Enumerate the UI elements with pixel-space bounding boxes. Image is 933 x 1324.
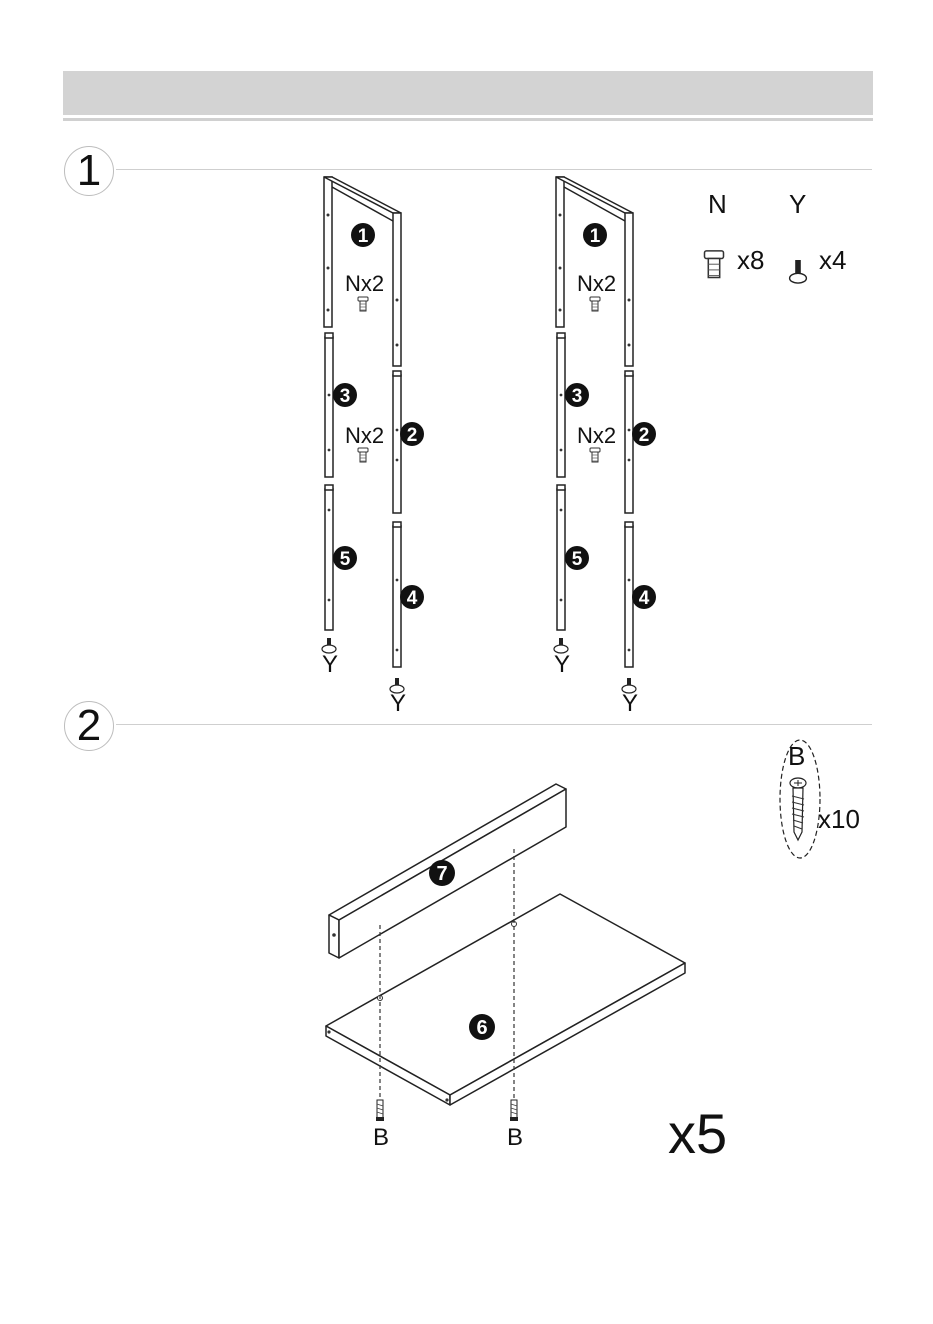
part-4-post: [393, 522, 401, 667]
part-badge: 2: [400, 422, 424, 446]
hardware-qty-n: x8: [737, 245, 764, 275]
foot-label: Y: [554, 651, 570, 678]
part-4-post: [625, 522, 633, 667]
svg-text:4: 4: [407, 588, 418, 609]
part-badge: 4: [400, 585, 424, 609]
hardware-letter-n: N: [708, 189, 727, 219]
frame-assembly-left: 1 3 2 5 4 Nx2 Nx2 Y Y: [322, 177, 424, 717]
part-2-post: [625, 371, 633, 513]
screw-label: B: [373, 1124, 389, 1151]
svg-text:4: 4: [639, 588, 650, 609]
part-5-post: [325, 485, 333, 630]
foot-label: Y: [622, 690, 638, 717]
bolt-n-icon: [590, 297, 600, 311]
bolt-n-icon: [705, 251, 724, 278]
hardware-letter-b: B: [788, 741, 805, 771]
part-badge: 1: [351, 223, 375, 247]
shelf-assembly: 7 6 B: [326, 784, 727, 1165]
part-badge: 5: [333, 546, 357, 570]
svg-text:2: 2: [639, 425, 650, 446]
screw-b-icon: [510, 1100, 518, 1121]
bolt-n-icon: [590, 448, 600, 462]
svg-text:5: 5: [340, 549, 351, 570]
screw-b-icon: [790, 778, 806, 840]
svg-text:3: 3: [572, 386, 583, 407]
bolt-callout: Nx2: [345, 271, 384, 296]
part-2-post: [393, 371, 401, 513]
part-badge: 2: [632, 422, 656, 446]
part-badge: 3: [565, 383, 589, 407]
svg-text:3: 3: [340, 386, 351, 407]
foot-label: Y: [322, 651, 338, 678]
part-3-post: [325, 333, 333, 477]
foot-y-icon: [790, 260, 807, 283]
part-5-post: [557, 485, 565, 630]
hardware-legend-step-2: B x10: [780, 740, 860, 858]
repeat-multiplier: x5: [668, 1102, 727, 1165]
svg-text:1: 1: [358, 226, 369, 247]
bolt-n-icon: [358, 448, 368, 462]
svg-text:5: 5: [572, 549, 583, 570]
bolt-callout: Nx2: [577, 423, 616, 448]
part-badge: 1: [583, 223, 607, 247]
bolt-n-icon: [358, 297, 368, 311]
svg-text:7: 7: [436, 863, 447, 885]
svg-text:1: 1: [590, 226, 601, 247]
part-3-post: [557, 333, 565, 477]
part-badge: 7: [429, 860, 455, 886]
part-badge: 3: [333, 383, 357, 407]
hardware-qty-b: x10: [818, 804, 860, 834]
frame-assembly-right: 1 3 2 5 4 Nx2 Nx2 Y Y: [554, 177, 656, 717]
screw-label: B: [507, 1124, 523, 1151]
foot-label: Y: [390, 690, 406, 717]
screw-b-icon: [376, 1100, 384, 1121]
part-badge: 5: [565, 546, 589, 570]
hardware-letter-y: Y: [789, 189, 806, 219]
bolt-callout: Nx2: [577, 271, 616, 296]
hardware-qty-y: x4: [819, 245, 846, 275]
part-badge: 6: [469, 1014, 495, 1040]
part-badge: 4: [632, 585, 656, 609]
svg-text:2: 2: [407, 425, 418, 446]
svg-text:6: 6: [476, 1017, 487, 1039]
hardware-legend-step-1: N Y x8 x4: [705, 189, 847, 283]
bolt-callout: Nx2: [345, 423, 384, 448]
